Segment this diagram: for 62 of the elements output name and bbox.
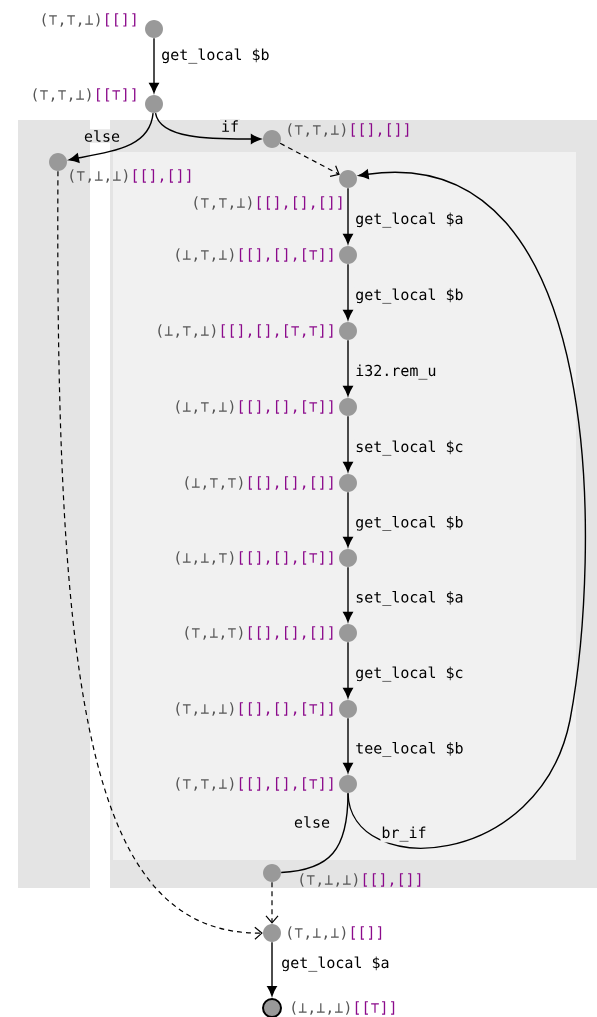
state-dot	[145, 20, 163, 38]
arrow	[279, 142, 340, 177]
edge-label: if	[222, 120, 238, 132]
edge-label: get_local $b	[162, 48, 269, 64]
state-label: (⊤,⊤,⊥) [[],[],[]]	[194, 196, 342, 210]
state-dot	[339, 170, 357, 188]
arrow	[343, 187, 353, 245]
arrow	[343, 263, 353, 321]
arrow	[343, 339, 353, 397]
state-label: (⊤,⊥,⊤) [[],[],[]]	[185, 626, 333, 640]
state-dot	[145, 95, 163, 113]
arrow	[343, 415, 353, 473]
state-dot	[263, 924, 281, 942]
edge-label: get_local $c	[356, 666, 463, 682]
state-dot	[339, 624, 357, 642]
edge-label: i32.rem_u	[356, 364, 436, 380]
state-label: (⊥,⊥,⊥) [[⊤]]	[292, 1001, 395, 1015]
state-dot	[339, 700, 357, 718]
state-label: (⊥,⊤,⊥) [[],[],[⊤]]	[176, 400, 333, 414]
state-dot	[263, 864, 281, 882]
state-label: (⊤,⊤,⊥) [[]]	[42, 13, 136, 27]
state-label: (⊥,⊤,⊥) [[],[],[⊤,⊤]]	[158, 324, 333, 338]
edge-label: else	[84, 130, 120, 142]
state-dot	[339, 398, 357, 416]
edge-label: tee_local $b	[356, 742, 463, 757]
state-label: (⊤,⊤,⊥) [[⊤]]	[33, 88, 136, 102]
arrow	[343, 566, 353, 623]
arrow	[343, 491, 353, 548]
arrow	[68, 112, 154, 163]
edge-label: set_local $a	[356, 591, 463, 606]
edge-label: set_local $c	[356, 440, 463, 456]
edge-label: br_if	[382, 826, 426, 842]
edge-label: get_local $b	[356, 288, 463, 304]
state-dot	[49, 153, 67, 171]
state-label: (⊥,⊤,⊤) [[],[],[]]	[185, 476, 333, 490]
state-label: (⊤,⊥,⊥) [[]]	[288, 926, 382, 940]
state-label: (⊤,⊥,⊥) [[],[]]	[70, 169, 191, 183]
state-dot	[339, 322, 357, 340]
arrow	[265, 881, 279, 924]
state-label: (⊤,⊥,⊥) [[],[]]	[300, 873, 421, 887]
arrow	[149, 37, 159, 94]
state-dot	[263, 130, 281, 148]
arrow	[343, 717, 353, 774]
edge-label: else	[294, 816, 330, 828]
arrow	[154, 112, 262, 144]
state-label: (⊤,⊥,⊥) [[],[],[⊤]]	[176, 702, 333, 716]
edge-label: get_local $b	[356, 516, 463, 531]
arrow	[57, 170, 263, 940]
edge-label: get_local $a	[282, 956, 389, 972]
edge-label: get_local $a	[356, 212, 463, 228]
state-label: (⊥,⊥,⊤) [[],[],[⊤]]	[176, 551, 333, 565]
state-dot	[339, 246, 357, 264]
state-dot	[262, 998, 282, 1017]
arrow	[343, 641, 353, 699]
state-label: (⊥,⊤,⊥) [[],[],[⊤]]	[176, 248, 333, 262]
state-dot	[339, 474, 357, 492]
state-label: (⊤,⊤,⊥) [[],[]]	[288, 123, 409, 137]
arrow	[347, 169, 586, 849]
state-label: (⊤,⊤,⊥) [[],[],[⊤]]	[176, 777, 333, 791]
arrow	[267, 941, 277, 997]
state-dot	[339, 549, 357, 567]
state-dot	[339, 775, 357, 793]
